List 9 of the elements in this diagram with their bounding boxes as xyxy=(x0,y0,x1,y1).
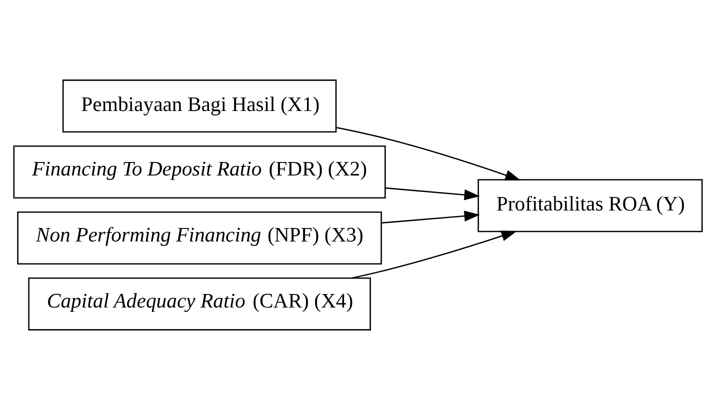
arrow xyxy=(385,187,480,200)
node-box: Non Performing Financing (NPF) (X3) xyxy=(17,211,382,264)
arrow xyxy=(382,210,480,224)
node-box: Profitabilitas ROA (Y) xyxy=(478,179,703,232)
node-box: Capital Adequacy Ratio (CAR) (X4) xyxy=(28,277,371,330)
node-box: Pembiayaan Bagi Hasil (X1) xyxy=(62,80,337,133)
arrow xyxy=(336,126,521,180)
arrow xyxy=(351,230,517,279)
node-box: Financing To Deposit Ratio (FDR) (X2) xyxy=(13,146,386,199)
